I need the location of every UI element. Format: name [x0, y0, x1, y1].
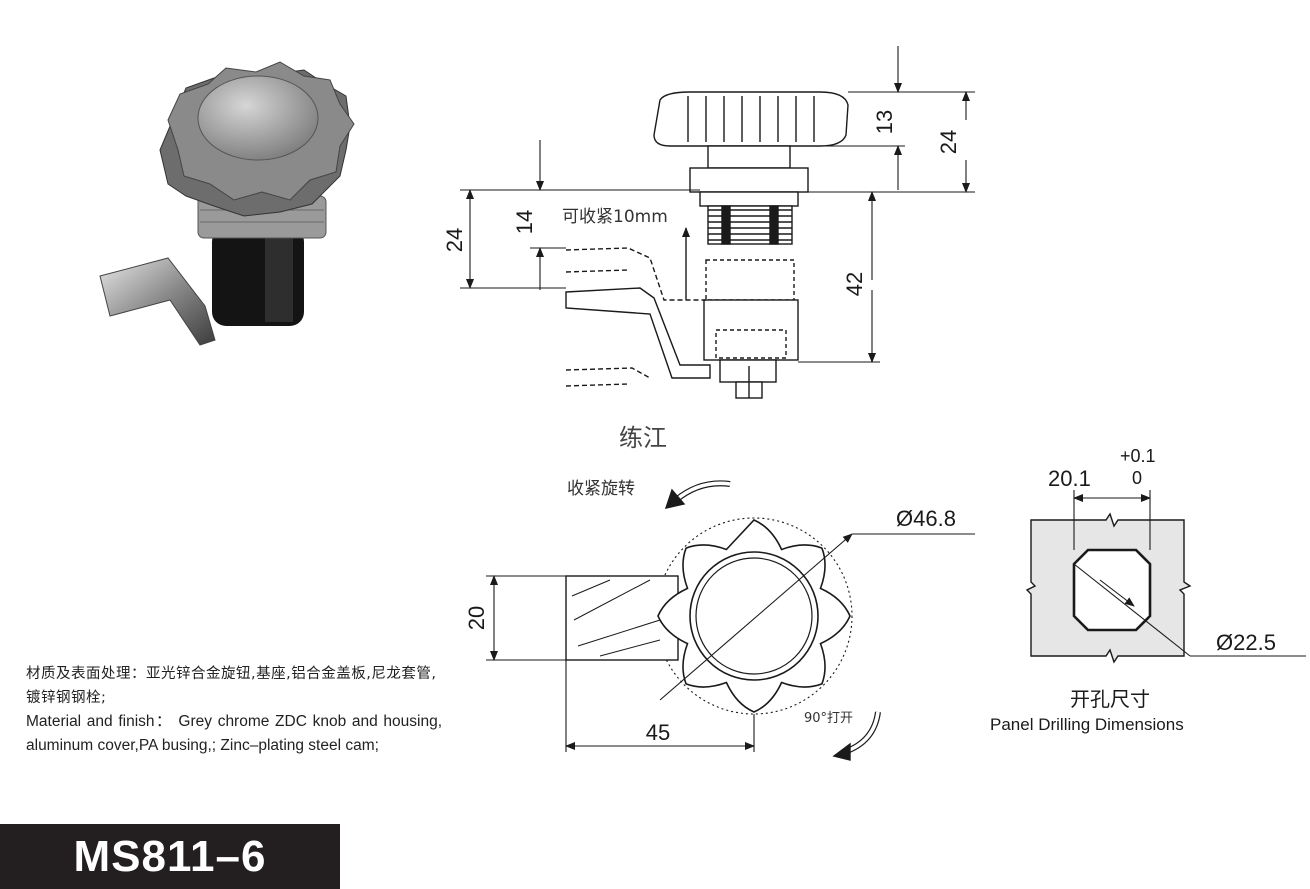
dim-hole-tol-plus: +0.1 [1120, 446, 1156, 466]
side-view [565, 91, 849, 399]
dim-hole-diameter: Ø22.5 [1216, 630, 1276, 655]
tighten-range-note: 可收紧10mm [562, 207, 668, 227]
top-view [565, 480, 975, 761]
dim-travel: 14 [512, 210, 537, 234]
dim-top-total: 24 [936, 130, 961, 154]
top-view-dimensions [486, 575, 755, 752]
open-rotate-note: 90°打开 [804, 711, 853, 726]
side-view-dimensions [460, 46, 975, 363]
dim-knob-diameter: Ø46.8 [896, 506, 956, 531]
dim-left-total: 24 [442, 228, 467, 252]
tighten-rotate-note: 收紧旋转 [567, 479, 635, 499]
panel-drilling-view [1025, 490, 1306, 664]
dim-hole-size: 20.1 [1048, 466, 1091, 491]
dim-cam-width: 20 [464, 606, 489, 630]
model-number: MS811–6 [73, 831, 267, 881]
material-description: 材质及表面处理：亚光锌合金旋钮,基座,铝合金盖板,尼龙套管,镀锌钢钢栓; Mat… [26, 662, 442, 758]
dim-cam-length: 45 [646, 720, 670, 745]
material-description-en: Material and finish： Grey chrome ZDC kno… [26, 713, 442, 754]
panel-title-en: Panel Drilling Dimensions [990, 715, 1184, 734]
model-number-banner: MS811–6 [0, 824, 340, 889]
watermark: 练江 [619, 424, 667, 452]
panel-title-cn: 开孔尺寸 [1070, 687, 1150, 711]
dim-hole-tol-minus: 0 [1132, 468, 1142, 488]
dim-knob-height: 13 [872, 110, 897, 134]
material-description-cn: 材质及表面处理：亚光锌合金旋钮,基座,铝合金盖板,尼龙套管,镀锌钢钢栓; [26, 666, 437, 706]
product-photo [99, 61, 355, 346]
dim-body-length: 42 [842, 272, 867, 296]
